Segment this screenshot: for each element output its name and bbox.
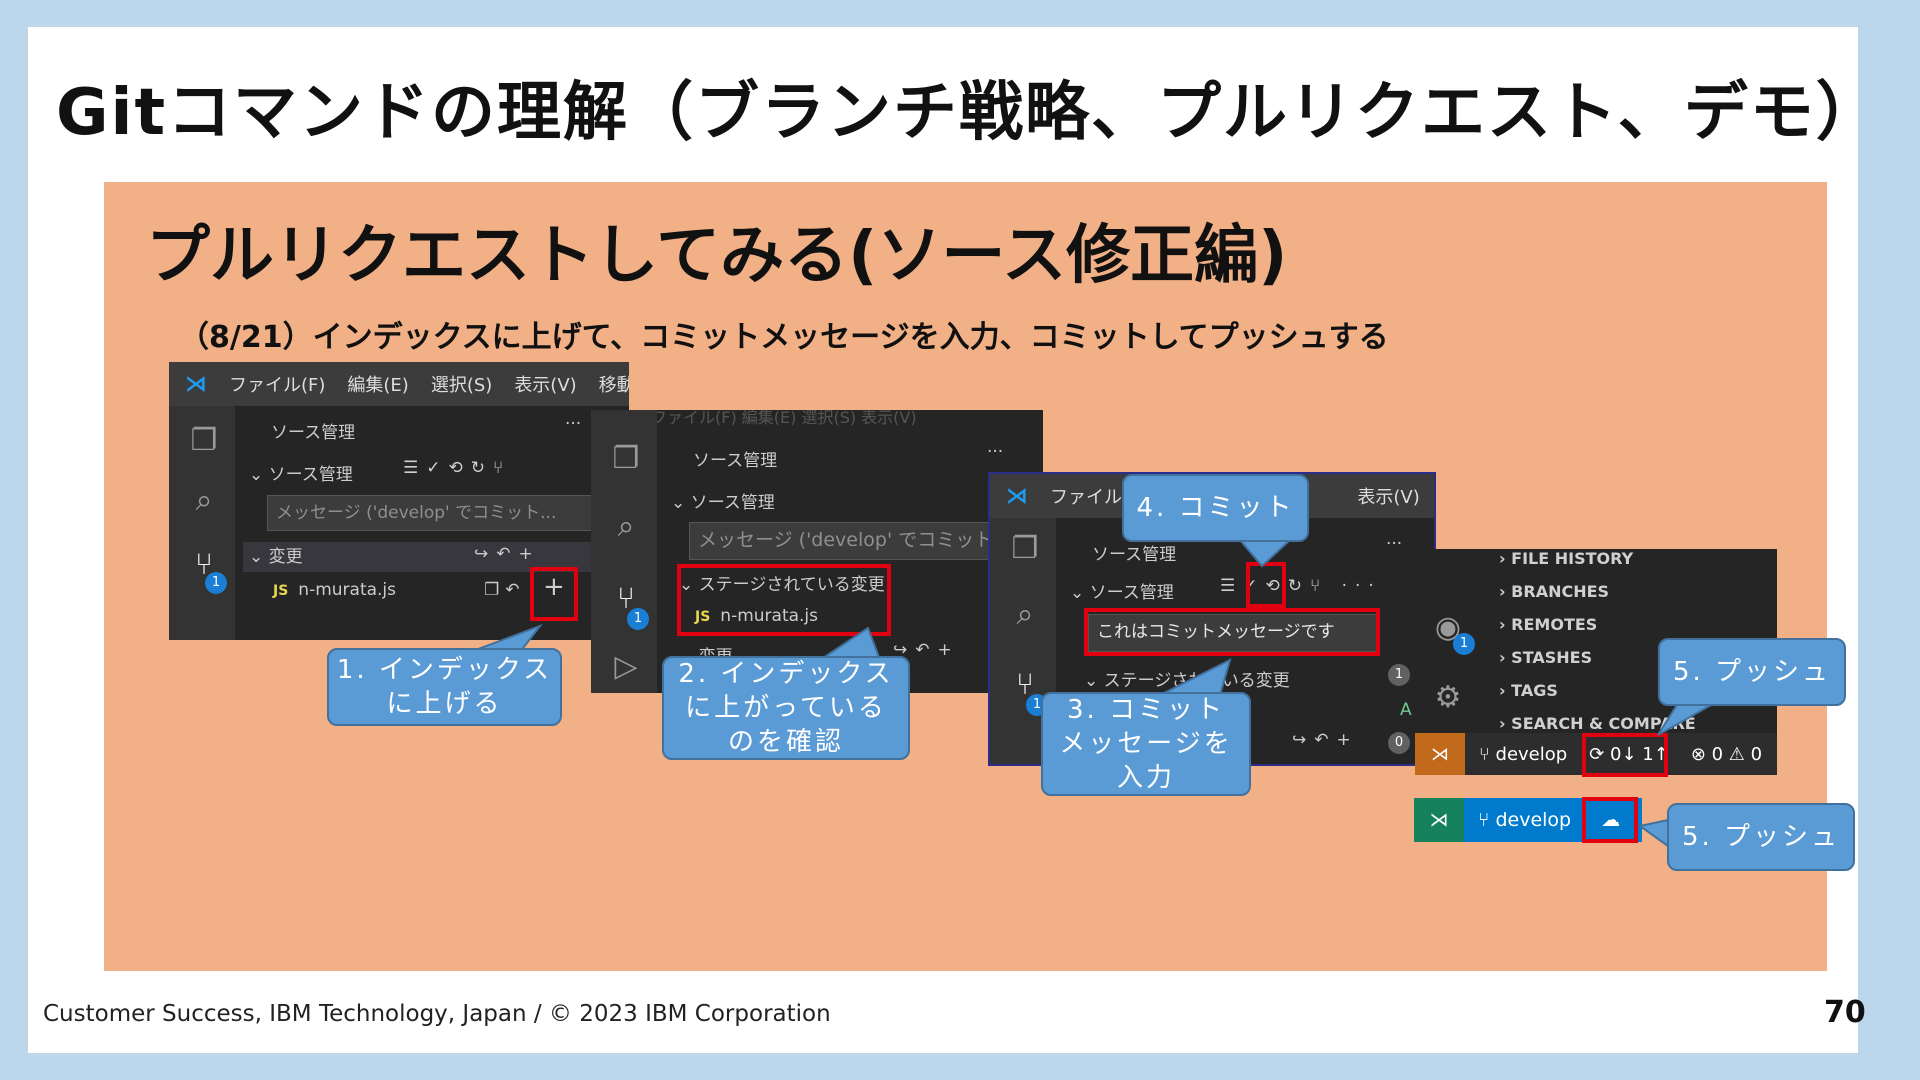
highlight-commit-button xyxy=(1246,562,1286,608)
section-header: ソース管理 xyxy=(693,451,778,471)
search-icon[interactable]: ⌕ xyxy=(617,509,635,544)
callout-step-5-publish: 5. プッシュ xyxy=(1667,803,1855,871)
search-icon[interactable]: ⌕ xyxy=(1016,597,1034,632)
staged-file-row[interactable]: JS n-murata.js xyxy=(695,606,818,626)
source-control-title: ⌄ ソース管理 xyxy=(671,493,775,513)
callout-step-4: 4. コミット xyxy=(1122,474,1309,542)
js-file-icon: JS xyxy=(695,609,711,625)
callout-step-2: 2. インデックス に上がっている のを確認 xyxy=(662,656,910,760)
menu-file[interactable]: ファイル(F) xyxy=(229,375,326,396)
sync-button[interactable]: ⟳ 0↓ 1↑ xyxy=(1589,743,1669,765)
highlight-sync-button xyxy=(1582,733,1668,777)
menu-go[interactable]: 移動 xyxy=(598,375,629,396)
run-debug-icon[interactable]: ▷ xyxy=(614,649,638,684)
staged-changes-group: ⌄ ステージされている変更 xyxy=(1084,671,1290,691)
explorer-icon[interactable]: ❐ xyxy=(190,423,218,458)
problems-indicator[interactable]: ⊗ 0 ⚠ 0 xyxy=(1690,743,1763,765)
js-file-icon: JS xyxy=(273,583,289,599)
branch-indicator[interactable]: ⑂ develop xyxy=(1479,743,1568,765)
source-control-icon[interactable]: ⑂ xyxy=(1016,667,1034,702)
callout-step-3: 3. コミット メッセージを 入力 xyxy=(1041,692,1251,796)
activity-bar: ❐ ⌕ ⑂ 1 xyxy=(169,406,235,640)
callout-step-1: 1. インデックス に上げる xyxy=(327,648,562,726)
menu-select[interactable]: 選択(S) xyxy=(430,375,493,396)
remote-icon[interactable]: ⋊ xyxy=(1415,733,1465,775)
source-control-title: ⌄ ソース管理 xyxy=(1070,583,1174,603)
staged-changes-group: ⌄ ステージされている変更 xyxy=(679,575,885,595)
status-letter: A xyxy=(1400,700,1412,720)
vscode-logo-icon: ⋊ xyxy=(1006,484,1028,509)
commit-message-input[interactable]: メッセージ ('develop' でコミット xyxy=(689,522,1019,560)
vscode-logo-icon: ⋊ xyxy=(185,372,207,397)
remote-icon[interactable]: ⋊ xyxy=(1414,798,1464,842)
source-control-icon[interactable]: ⑂ xyxy=(195,547,213,582)
section-header: ソース管理 xyxy=(271,423,356,443)
publish-cloud-icon[interactable]: ☁ xyxy=(1601,809,1621,831)
vscode-window-1: ファイル(F) 編集(E) 選択(S) 表示(V) 移動 ⋊ ❐ ⌕ ⑂ 1 ソ… xyxy=(169,362,629,640)
git-item-file-history[interactable]: › FILE HISTORY xyxy=(1499,549,1634,568)
page-number: 70 xyxy=(1824,995,1866,1030)
panel-title: プルリクエストしてみる(ソース修正編) xyxy=(146,219,1288,293)
highlight-staged-changes xyxy=(677,564,891,636)
git-item-stashes[interactable]: › STASHES xyxy=(1499,648,1593,667)
file-row-actions[interactable]: ❐↶ xyxy=(484,580,526,600)
staged-count-badge: 1 xyxy=(1388,664,1410,686)
commit-message-input[interactable]: メッセージ ('develop' でコミット... xyxy=(267,495,597,531)
source-control-badge: 1 xyxy=(627,608,649,630)
file-name: n-murata.js xyxy=(298,580,397,600)
menu-edit[interactable]: 編集(E) xyxy=(347,375,409,396)
changes-count-badge: 0 xyxy=(1388,732,1410,754)
git-item-tags[interactable]: › TAGS xyxy=(1499,681,1558,700)
footer-copyright: Customer Success, IBM Technology, Japan … xyxy=(43,1001,831,1027)
changes-actions[interactable]: ↪↶+ xyxy=(1292,730,1359,750)
menu-ghost: ファイル(F) 編集(E) 選択(S) 表示(V) xyxy=(651,410,917,427)
changes-actions[interactable]: ↪↶+ xyxy=(893,640,960,660)
status-bar: ⋊ ⑂ develop ⟳ 0↓ 1↑ ⊗ 0 ⚠ 0 xyxy=(1415,733,1777,775)
source-control-toolbar[interactable]: ☰✓⟲↻⑂ xyxy=(403,458,512,478)
settings-gear-icon[interactable]: ⚙ xyxy=(1434,680,1462,715)
section-header: ソース管理 xyxy=(1092,545,1177,565)
callout-step-5-sync: 5. プッシュ xyxy=(1658,638,1846,706)
activity-bar: ❐ ⌕ ⑂ 1 ▷ xyxy=(591,410,657,693)
slide-title: Gitコマンドの理解（ブランチ戦略、プルリクエスト、デモ） xyxy=(56,76,1882,150)
git-item-branches[interactable]: › BRANCHES xyxy=(1499,582,1610,601)
more-actions-icon[interactable]: ··· xyxy=(1386,534,1403,554)
changes-actions[interactable]: ↪↶+ xyxy=(474,544,541,564)
gitlens-panel: ◉ 1 ⚙ › FILE HISTORY › BRANCHES › REMOTE… xyxy=(1415,549,1777,775)
source-control-toolbar[interactable]: ☰✓⟲↻⑂ ··· xyxy=(1220,576,1382,596)
highlight-publish-button xyxy=(1582,797,1638,843)
status-bar-publish: ⋊ ⑂ develop ☁ xyxy=(1414,798,1642,842)
source-control-icon[interactable]: ⑂ xyxy=(617,581,635,616)
search-icon[interactable]: ⌕ xyxy=(195,483,213,518)
branch-indicator[interactable]: ⑂ develop xyxy=(1478,809,1572,831)
panel-subtitle: （8/21）インデックスに上げて、コミットメッセージを入力、コミットしてプッシュ… xyxy=(179,320,1389,355)
menu-file[interactable]: ファイル(F xyxy=(1050,487,1140,508)
more-actions-icon[interactable]: ··· xyxy=(987,442,1004,462)
git-item-remotes[interactable]: › REMOTES xyxy=(1499,615,1598,634)
file-row[interactable]: JS n-murata.js xyxy=(273,580,396,600)
menu-view[interactable]: 表示(V) xyxy=(1357,487,1420,508)
more-actions-icon[interactable]: ··· xyxy=(565,414,582,434)
menu-view[interactable]: 表示(V) xyxy=(514,375,577,396)
explorer-icon[interactable]: ❐ xyxy=(1011,531,1039,566)
file-name: n-murata.js xyxy=(720,606,819,626)
explorer-icon[interactable]: ❐ xyxy=(612,441,640,476)
git-item-search-compare[interactable]: › SEARCH & COMPARE xyxy=(1499,714,1696,733)
vscode-window-2: ファイル(F) 編集(E) 選択(S) 表示(V) ❐ ⌕ ⑂ 1 ▷ ソース管… xyxy=(591,410,1043,693)
commit-message-input[interactable]: これはコミットメッセージです xyxy=(1088,614,1378,652)
menu-bar: ファイル(F) 編集(E) 選択(S) 表示(V) 移動 xyxy=(169,362,629,406)
source-control-badge: 1 xyxy=(205,572,227,594)
highlight-stage-button xyxy=(530,567,578,621)
source-control-title: ⌄ ソース管理 xyxy=(249,465,353,485)
highlight-commit-message xyxy=(1084,608,1380,656)
stage-plus-icon[interactable]: + xyxy=(543,572,565,602)
account-badge: 1 xyxy=(1453,633,1475,655)
